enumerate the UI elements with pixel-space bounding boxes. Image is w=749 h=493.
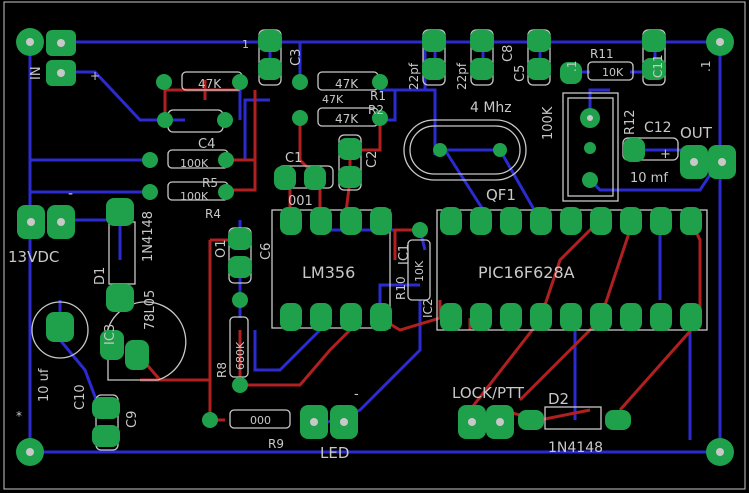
c1-label: C1 [285,151,302,166]
r9-val: 000 [250,414,271,427]
c6-label: C6 [259,243,274,260]
c1-val: 001 [288,194,313,209]
c12-label: C12 [644,120,672,136]
r10-val: 10K [413,260,426,282]
pads [16,28,736,466]
ic3-body [105,301,187,381]
c8-label: C8 [501,45,516,62]
c11-val: .1 [699,61,713,72]
100k-label: 100K [541,106,556,140]
c5-label: C5 [513,65,528,82]
ic2-label: IC2 [421,298,435,318]
r2-val: 47K [335,112,359,126]
crystal-outline [403,119,527,181]
vdc-label: 13VDC [8,248,59,266]
minus-label: - [68,186,73,202]
lm356-label: LM356 [302,263,355,282]
c10-val-label: 10 uf [37,368,52,402]
led-label: LED [320,444,349,462]
c10-label: C10 [73,384,88,410]
pic-label: PIC16F628A [478,263,575,282]
r10-label: R10 [394,276,408,300]
r6-val: 47K [335,77,359,91]
r9-label: R9 [268,437,284,451]
c11-label: C11 [651,54,665,78]
led-minus: - [354,387,359,402]
labels: IN + - 13VDC 1N4148 D1 78L05 IC3 10 uf C… [8,38,713,462]
o1-label: O1 [214,239,229,258]
in-label: IN [29,66,44,80]
lm356-outline [271,209,391,329]
c12-val: 10 mf [630,171,668,186]
pf22a-label: 22pf [407,62,421,90]
r11-label: R11 [590,47,614,61]
qf1-label: QF1 [486,186,516,204]
r7-val: 47K [198,77,222,91]
r5-val: 100K [180,157,209,170]
c2-label: C2 [365,151,380,168]
d2-label: D2 [548,390,569,408]
d1-body [108,221,136,285]
mhz-label: 4 Mhz [470,100,512,116]
out-plus: + [660,147,671,162]
c3-label: C3 [289,49,304,66]
r1-val: 47K [322,93,344,106]
c3-val: 1 [242,38,249,51]
r12-label: R12 [623,109,638,135]
r8-label: R8 [215,362,229,378]
pf22b-label: 22pf [455,62,469,90]
out-label: OUT [680,124,713,142]
d1-label: D1 [93,267,108,285]
drills [26,38,726,456]
plus-label: + [90,69,100,83]
silkscreen [31,29,708,451]
board-outline [3,1,746,490]
lock-label: LOCK/PTT [452,384,525,402]
r11-body [587,61,634,81]
r4-val: 100K [180,190,209,203]
d2-part-label: 1N4148 [548,440,603,456]
r8-body [229,316,249,378]
trimmer-outline [562,92,619,202]
r10-body [407,239,431,301]
r11-val: 10K [602,66,624,79]
d2-body [544,406,602,430]
r2-label: R2 [368,103,384,117]
d1-part-label: 1N4148 [141,211,156,262]
c5-val: .1 [565,61,579,72]
ic3-part-label: 78L05 [143,290,158,330]
r5-label: R5 [202,176,218,190]
c10-body [31,301,89,359]
c9-label: C9 [125,411,140,428]
star-label: * [16,409,22,423]
r8-val: 680K [234,341,247,370]
r1-label: R1 [370,89,386,103]
ic3-label: IC3 [103,324,118,345]
c4-label: C4 [198,137,215,152]
ic1-label: IC1 [397,244,412,265]
r4-label: R4 [205,207,221,221]
r9-body [229,409,291,429]
